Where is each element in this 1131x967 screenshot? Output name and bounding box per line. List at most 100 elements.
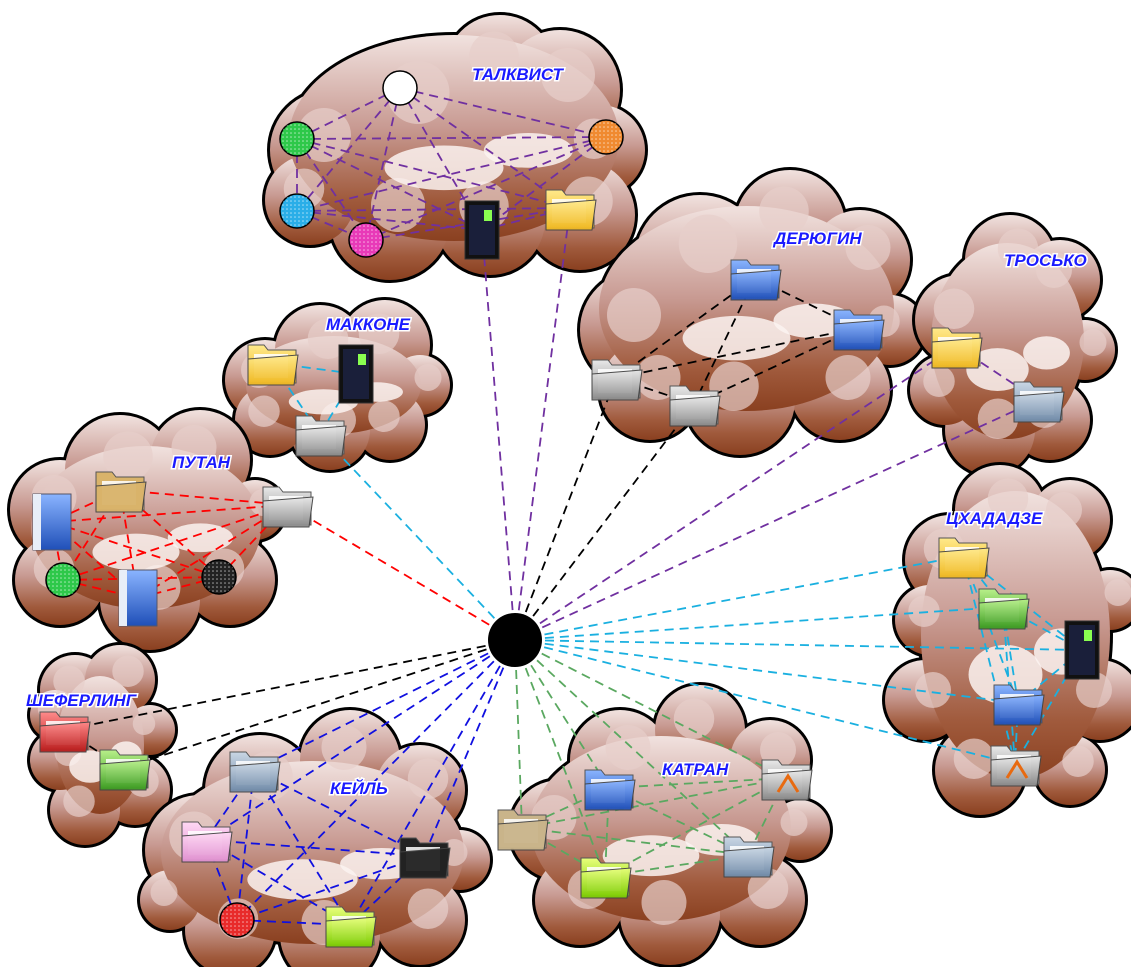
- cloud-label-keil: КЕЙЛЬ: [330, 778, 388, 798]
- app-folder-icon[interactable]: [761, 759, 813, 801]
- orange-circle-icon[interactable]: [588, 119, 624, 155]
- node-texture: [349, 223, 383, 257]
- cloud-shade: [541, 48, 595, 102]
- folder-front: [761, 769, 813, 801]
- cloud-shade: [678, 214, 738, 273]
- cyan-circle-icon[interactable]: [279, 193, 315, 229]
- gray-folder-icon[interactable]: [295, 415, 347, 457]
- hub-spoke-keil: [349, 639, 516, 926]
- cloud-shade: [997, 228, 1039, 269]
- cloud-highlight: [1023, 336, 1070, 370]
- server-icon[interactable]: [338, 344, 374, 404]
- green-folder-icon[interactable]: [99, 749, 151, 791]
- gray-folder-icon[interactable]: [669, 385, 721, 427]
- cloud-shade: [63, 785, 95, 817]
- hub-spoke-makkone: [319, 433, 516, 641]
- cloud-highlight: [92, 533, 180, 571]
- cloud-derugin: [577, 167, 928, 458]
- blue-folder-icon[interactable]: [833, 309, 885, 351]
- hub-spoke-katran: [514, 639, 787, 779]
- folder-front: [730, 269, 782, 301]
- mesh-edge-putan: [51, 504, 288, 523]
- yellow-green-folder-icon[interactable]: [580, 857, 632, 899]
- cloud-shade: [915, 672, 951, 708]
- tan-folder-icon[interactable]: [938, 537, 990, 579]
- gray-folder-icon[interactable]: [262, 486, 314, 528]
- cloud-label-makkone: МАККОНЕ: [326, 315, 411, 334]
- mesh-edge-katran: [521, 827, 749, 856]
- folder-front: [591, 369, 643, 401]
- steel-folder-icon[interactable]: [1013, 381, 1065, 423]
- red-circle-icon[interactable]: [219, 902, 255, 938]
- mesh-edge-talkvist: [365, 87, 401, 241]
- blue-folder-icon[interactable]: [993, 684, 1045, 726]
- mesh-edge-tshadadze: [962, 555, 1004, 608]
- document-folder-icon[interactable]: [95, 471, 147, 513]
- cloud-shade: [112, 655, 144, 687]
- cloud-shade: [368, 400, 400, 432]
- server-icon[interactable]: [464, 200, 500, 260]
- mesh-edge-talkvist: [399, 87, 607, 138]
- cloud-shade: [171, 425, 217, 470]
- mesh-edge-derugin: [693, 327, 859, 405]
- cloud-shade: [1104, 579, 1131, 606]
- steel-folder-icon[interactable]: [723, 836, 775, 878]
- mesh-edge-talkvist: [296, 207, 571, 212]
- tan-folder-icon[interactable]: [247, 344, 299, 386]
- blue-book-icon[interactable]: [32, 493, 72, 551]
- hub-spoke-katran: [514, 639, 523, 829]
- pink-folder-icon[interactable]: [181, 821, 233, 863]
- cloud-label-talkvist: ТАЛКВИСТ: [472, 65, 564, 84]
- mesh-edge-talkvist: [365, 207, 571, 241]
- mesh-edge-sheferling: [63, 729, 125, 769]
- red-folder-icon[interactable]: [39, 711, 91, 753]
- cloud-shade: [747, 868, 789, 909]
- mesh-edge-talkvist: [296, 138, 483, 231]
- blue-book-icon[interactable]: [118, 569, 158, 627]
- server-display: [358, 354, 366, 365]
- books-folder-icon[interactable]: [497, 809, 549, 851]
- green-folder-icon[interactable]: [978, 588, 1030, 630]
- mesh-edge-talkvist: [296, 136, 607, 140]
- central-hub-node[interactable]: [488, 613, 542, 667]
- mesh-edge-keil: [205, 839, 425, 857]
- hub-spoke-tshadadze: [514, 639, 1016, 765]
- folder-front: [399, 847, 451, 879]
- server-icon[interactable]: [1064, 620, 1100, 680]
- cloud-shade: [407, 888, 449, 929]
- folder-front: [931, 337, 983, 369]
- cloud-shade: [1046, 492, 1082, 528]
- steel-folder-icon[interactable]: [229, 751, 281, 793]
- folder-front: [938, 547, 990, 579]
- mesh-edge-putan: [119, 489, 288, 506]
- mesh-edge-talkvist: [296, 138, 571, 209]
- cloud-shade: [780, 809, 808, 836]
- cloud-talkvist: [262, 12, 648, 283]
- green-circle-icon[interactable]: [45, 562, 81, 598]
- black-circle-icon[interactable]: [201, 559, 237, 595]
- app-folder-icon[interactable]: [990, 745, 1042, 787]
- cloud-shade: [103, 431, 153, 481]
- black-folder-icon[interactable]: [399, 837, 451, 879]
- cloud-shade: [53, 665, 85, 697]
- magenta-circle-icon[interactable]: [348, 222, 384, 258]
- cloud-shade: [371, 178, 425, 232]
- yellow-folder-icon[interactable]: [545, 189, 597, 231]
- folder-front: [584, 779, 636, 811]
- folder-front: [247, 354, 299, 386]
- folder-front: [990, 755, 1042, 787]
- green-circle-icon[interactable]: [279, 121, 315, 157]
- cloud-highlight: [483, 133, 574, 168]
- white-circle-icon[interactable]: [382, 70, 418, 106]
- cloud-shade: [673, 698, 715, 739]
- blue-folder-icon[interactable]: [730, 259, 782, 301]
- yellow-folder-icon[interactable]: [931, 327, 983, 369]
- mesh-edge-talkvist: [481, 136, 607, 231]
- cloud-shade: [825, 355, 871, 400]
- lime-folder-icon[interactable]: [325, 906, 377, 948]
- cloud-shade: [923, 365, 955, 397]
- mesh-edge-talkvist: [296, 210, 483, 231]
- app-glyph: [776, 773, 800, 793]
- blue-folder-icon[interactable]: [584, 769, 636, 811]
- gray-folder-icon[interactable]: [591, 359, 643, 401]
